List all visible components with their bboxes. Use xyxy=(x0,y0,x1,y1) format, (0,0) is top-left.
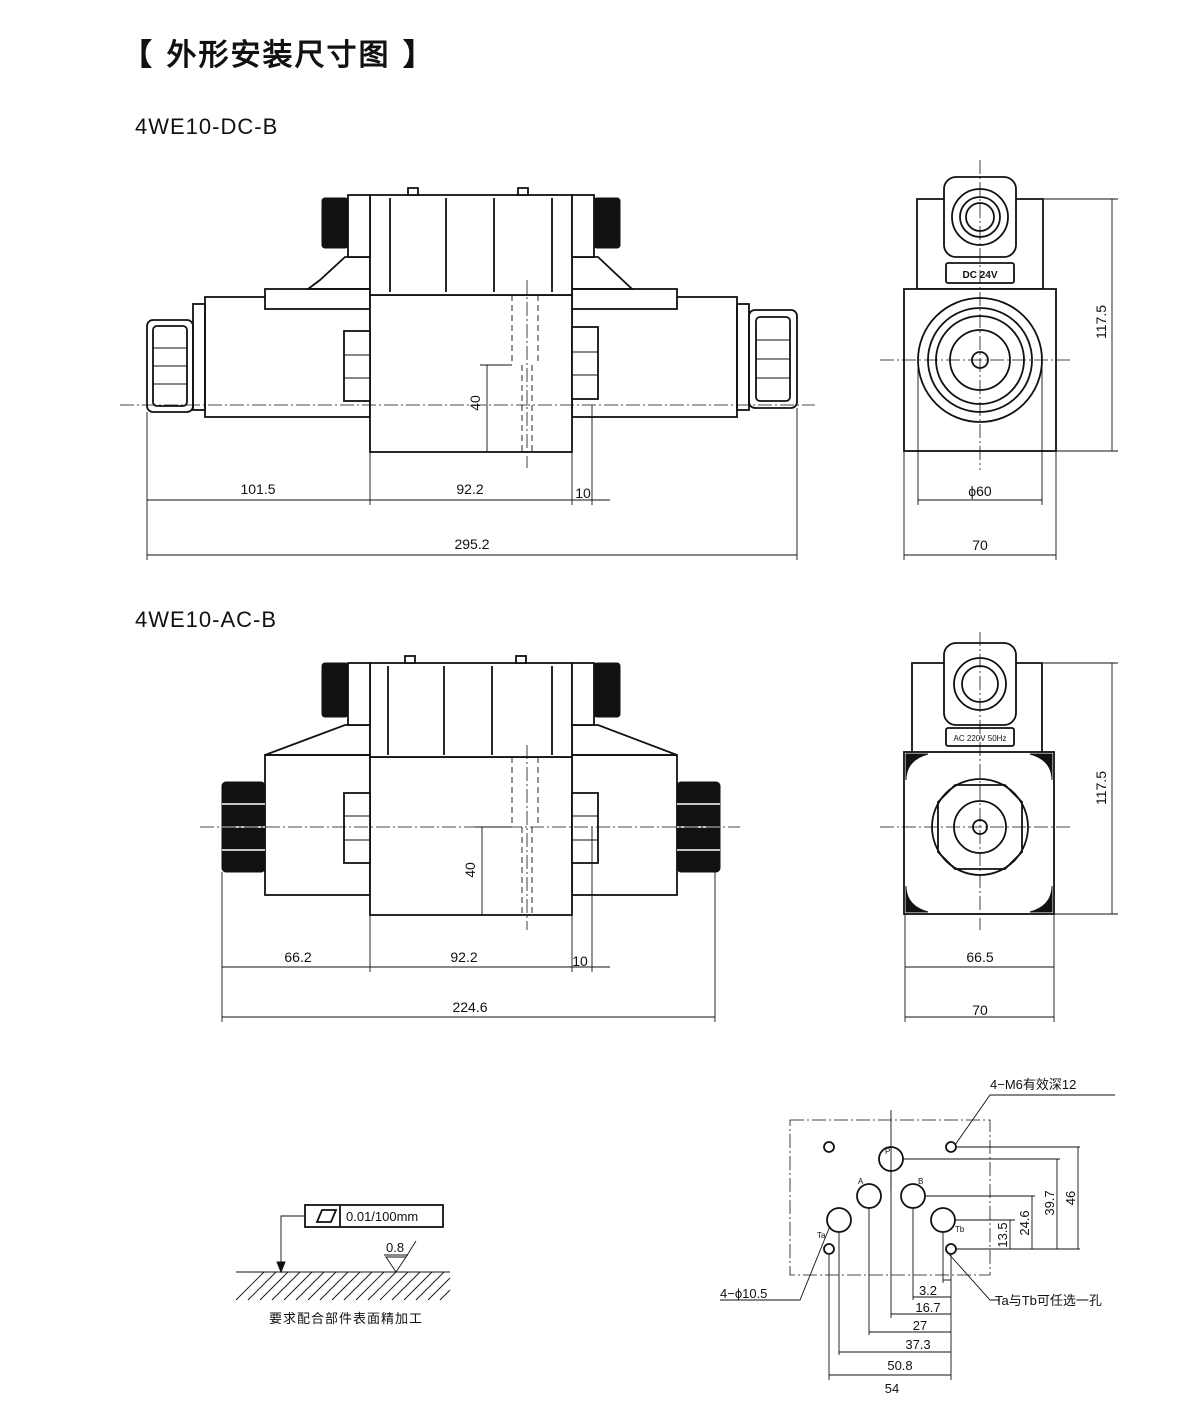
roughness-value: 0.8 xyxy=(386,1240,404,1255)
dc-dim-phi60: ϕ60 xyxy=(968,483,992,499)
ac-dim-66-5: 66.5 xyxy=(966,949,993,965)
port-b: B xyxy=(918,1177,923,1186)
tolerance-value: 0.01/100mm xyxy=(346,1209,418,1224)
dc-dim-40: 40 xyxy=(467,395,483,411)
ac-dimension-lines xyxy=(221,826,716,1022)
dc-front-view xyxy=(120,187,815,468)
ac-dim-40: 40 xyxy=(462,862,478,878)
port-ta: Ta xyxy=(817,1231,826,1240)
dc-dim-92-2: 92.2 xyxy=(456,481,483,497)
page-title: 【 外形安装尺寸图 】 xyxy=(122,38,435,73)
surface-finish-symbol xyxy=(235,1204,451,1301)
port-tb: Tb xyxy=(955,1225,965,1234)
hdim-37-3: 37.3 xyxy=(905,1337,930,1352)
ac-dim-117-5: 117.5 xyxy=(1093,771,1109,805)
dc-dim-10: 10 xyxy=(575,485,591,501)
model-ac-title: 4WE10-AC-B xyxy=(135,607,278,632)
thread-note: 4−M6有效深12 xyxy=(990,1077,1076,1092)
hole-note: 4−ϕ10.5 xyxy=(720,1286,767,1301)
hdim-3-2: 3.2 xyxy=(919,1283,937,1298)
hdim-50-8: 50.8 xyxy=(887,1358,912,1373)
dc-dim-295-2: 295.2 xyxy=(454,536,489,552)
surface-note: 要求配合部件表面精加工 xyxy=(269,1311,423,1326)
ac-dim-66-2: 66.2 xyxy=(284,949,311,965)
port-p: P xyxy=(885,1147,890,1156)
dc-dimension-lines xyxy=(146,364,798,560)
dc-coil-label: DC 24V xyxy=(962,270,997,281)
ac-dim-92-2: 92.2 xyxy=(450,949,477,965)
vdim-13-5: 13.5 xyxy=(995,1222,1010,1247)
vdim-24-6: 24.6 xyxy=(1017,1210,1032,1235)
dc-dim-101-5: 101.5 xyxy=(240,481,275,497)
hdim-27: 27 xyxy=(913,1318,927,1333)
ac-front-view xyxy=(200,655,740,930)
vdim-46: 46 xyxy=(1063,1191,1078,1205)
ac-dim-224-6: 224.6 xyxy=(452,999,487,1015)
hdim-54: 54 xyxy=(885,1381,899,1396)
ac-side-view xyxy=(880,632,1118,1022)
port-a: A xyxy=(858,1177,864,1186)
dc-dim-117-5: 117.5 xyxy=(1093,305,1109,339)
mounting-pattern xyxy=(720,1094,1115,1380)
model-dc-title: 4WE10-DC-B xyxy=(135,114,279,139)
vdim-39-7: 39.7 xyxy=(1042,1190,1057,1215)
ac-dim-10: 10 xyxy=(572,953,588,969)
ac-coil-label: AC 220V 50Hz xyxy=(954,734,1007,743)
dc-dim-70: 70 xyxy=(972,537,988,553)
tab-note: Ta与Tb可任选一孔 xyxy=(995,1293,1102,1308)
dc-side-view xyxy=(880,160,1118,560)
ac-dim-70: 70 xyxy=(972,1002,988,1018)
hdim-16-7: 16.7 xyxy=(915,1300,940,1315)
